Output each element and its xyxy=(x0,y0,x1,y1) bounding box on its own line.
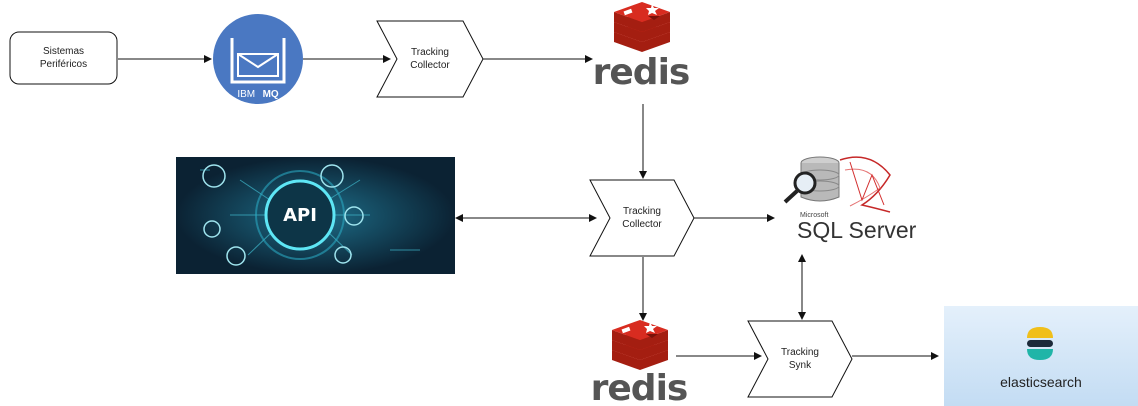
envelope-icon xyxy=(230,38,286,84)
sistemas-label-line2: Periféricos xyxy=(40,59,87,70)
tracking-synk-node: Tracking Synk xyxy=(747,320,853,398)
synk-line2: Synk xyxy=(789,360,812,371)
search-icon xyxy=(226,246,246,266)
collector-mid-line2: Collector xyxy=(622,219,662,230)
api-side-icons xyxy=(202,164,364,266)
redis-logo xyxy=(614,2,670,52)
tracking-collector-mid-node: Tracking Collector xyxy=(589,179,695,257)
redis-bottom-node: redis xyxy=(591,320,688,406)
elasticsearch-logo xyxy=(1027,327,1053,360)
elasticsearch-node: elasticsearch xyxy=(944,306,1138,406)
api-word: API xyxy=(283,205,317,226)
building-icon xyxy=(334,246,352,264)
cart-icon xyxy=(344,206,364,226)
collector-top-line2: Collector xyxy=(410,60,450,71)
redis-top-word: redis xyxy=(593,52,690,93)
redis-top-node: redis xyxy=(593,2,690,93)
api-image: API xyxy=(176,157,455,274)
bulb-icon xyxy=(203,220,221,238)
ibm-mq-label-plain: IBM xyxy=(237,89,255,100)
redis-logo xyxy=(612,320,668,370)
synk-line1: Tracking xyxy=(781,347,819,358)
ibm-mq-node: IBM MQ xyxy=(213,14,303,104)
user-icon xyxy=(202,164,226,188)
magnifier-icon xyxy=(793,171,817,195)
sql-server-brand: Microsoft xyxy=(800,212,828,219)
sql-server-node: Microsoft SQL Server xyxy=(783,156,917,243)
redis-bottom-word: redis xyxy=(591,368,688,406)
collector-top-line1: Tracking xyxy=(411,47,449,58)
connectors xyxy=(118,55,939,360)
chart-icon xyxy=(320,164,344,188)
ibm-mq-label: IBM MQ xyxy=(237,84,279,101)
api-circuit-lines xyxy=(200,169,420,256)
sistemas-perifericos-node: Sistemas Periféricos xyxy=(9,31,118,85)
elasticsearch-word: elasticsearch xyxy=(1000,374,1082,390)
sql-server-word: SQL Server xyxy=(797,217,917,243)
sql-server-logo xyxy=(783,156,891,213)
collector-mid-line1: Tracking xyxy=(623,206,661,217)
ibm-mq-label-bold: MQ xyxy=(263,89,279,100)
tracking-collector-top-node: Tracking Collector xyxy=(376,20,484,98)
sistemas-label-line1: Sistemas xyxy=(43,46,84,57)
